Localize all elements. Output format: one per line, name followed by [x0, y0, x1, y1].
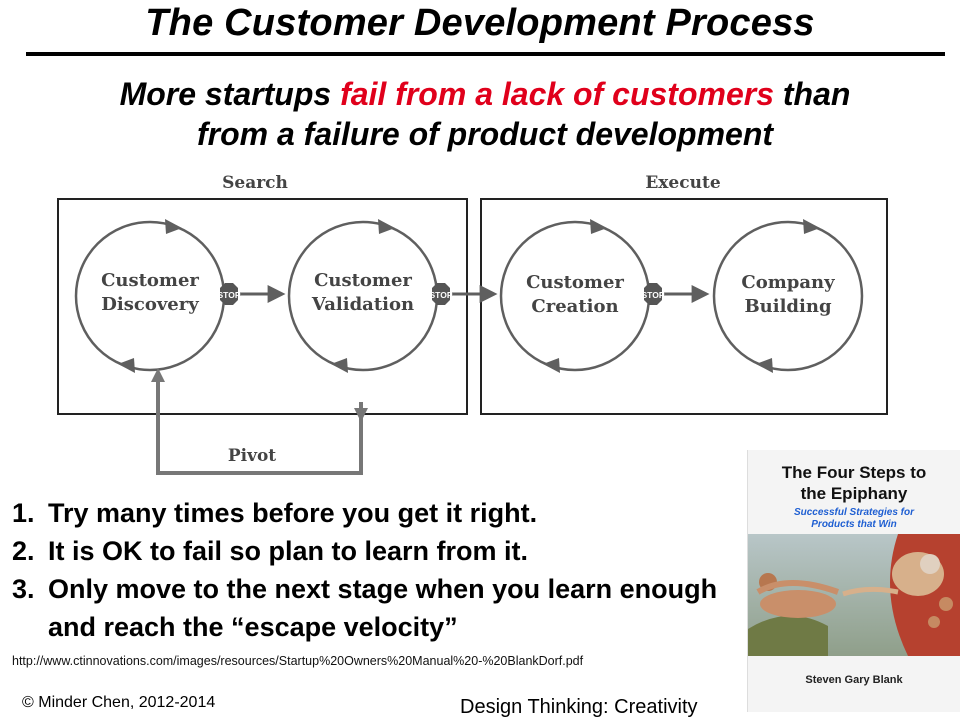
execute-label: Execute [645, 173, 720, 193]
cycle-arrow-icon [803, 219, 820, 234]
slide-subtitle: More startups fail from a lack of custom… [0, 74, 960, 154]
subtitle-text-end: than [773, 76, 851, 112]
stage-customer-validation: Customer Validation [287, 219, 439, 373]
book-subtitle-line2: Products that Win [811, 519, 897, 530]
subtitle-highlight: fail from a lack of customers [340, 76, 774, 112]
title-divider [26, 52, 945, 56]
stage-label-line1: Customer [526, 272, 624, 293]
stage-customer-creation: Customer Creation [499, 219, 651, 373]
stage-label-line1: Customer [314, 270, 412, 291]
subtitle-line-2: from a failure of product development [196, 116, 774, 152]
book-author: Steven Gary Blank [805, 674, 903, 686]
stop-label: STOP [430, 290, 453, 300]
customer-development-diagram: Search Execute Customer Discovery Custom… [57, 173, 888, 475]
stop-sign-icon: STOP [430, 283, 453, 305]
lessons-list: 1. Try many times before you get it righ… [12, 494, 752, 646]
list-item-number: 3. [12, 574, 35, 604]
list-item-number: 2. [12, 536, 35, 566]
cycle-arrow-icon [543, 358, 560, 373]
stop-sign-icon: STOP [218, 283, 241, 305]
cycle-arrow-icon [378, 219, 395, 234]
book-title: The Four Steps to the Epiphany [748, 462, 960, 504]
stage-label-line1: Company [741, 272, 835, 293]
pivot-loop: Pivot [151, 368, 368, 475]
stop-label: STOP [642, 290, 665, 300]
cycle-arrow-icon [118, 358, 135, 373]
subtitle-text-start: More startups [119, 76, 341, 112]
stage-label-line1: Customer [101, 270, 199, 291]
stage-customer-discovery: Customer Discovery [74, 219, 226, 373]
cycle-arrow-icon [590, 219, 607, 234]
book-title-line2: the Epiphany [800, 484, 908, 503]
cycle-arrow-icon [165, 219, 182, 234]
book-cover: The Four Steps to the Epiphany Successfu… [747, 450, 960, 712]
stage-company-building: Company Building [712, 219, 864, 373]
search-label: Search [222, 173, 288, 193]
book-subtitle: Successful Strategies for Products that … [778, 507, 930, 531]
execute-box [480, 198, 888, 415]
course-footer: Design Thinking: Creativity [460, 696, 698, 718]
slide-title: The Customer Development Process [145, 2, 815, 44]
cycle-arrow-icon [331, 358, 348, 373]
list-item-text: Try many times before you get it right. [48, 498, 538, 528]
list-item: 1. Try many times before you get it righ… [12, 494, 752, 532]
search-box [57, 198, 468, 415]
stage-label-line2: Validation [311, 294, 414, 315]
source-link[interactable]: http://www.ctinnovations.com/images/reso… [12, 654, 584, 668]
stop-label: STOP [218, 290, 241, 300]
copyright-notice: © Minder Chen, 2012-2014 [22, 694, 216, 711]
list-item-text: It is OK to fail so plan to learn from i… [48, 536, 529, 566]
stage-label-line2: Creation [531, 296, 618, 317]
list-item-text: Only move to the next stage when you lea… [48, 574, 718, 642]
list-item: 2. It is OK to fail so plan to learn fro… [12, 532, 752, 570]
list-item-number: 1. [12, 498, 35, 528]
stage-label-line2: Discovery [101, 294, 199, 315]
stop-sign-icon: STOP [642, 283, 665, 305]
list-item: 3. Only move to the next stage when you … [12, 570, 728, 646]
book-title-line1: The Four Steps to [781, 463, 927, 482]
pivot-label: Pivot [228, 446, 276, 466]
pivot-arrow-icon [151, 368, 165, 382]
stage-label-line2: Building [744, 296, 831, 317]
pivot-arrow-icon [354, 408, 368, 422]
book-subtitle-line1: Successful Strategies for [793, 507, 915, 518]
book-cover-artwork [748, 534, 960, 656]
cycle-arrow-icon [756, 358, 773, 373]
